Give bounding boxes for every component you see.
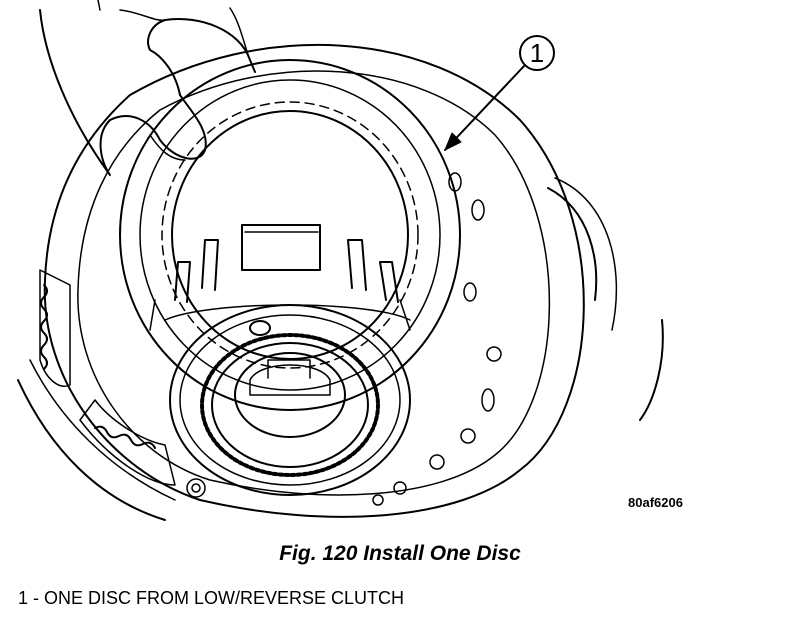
- image-code: 80af6206: [628, 495, 683, 510]
- housing-bolt-holes: [186, 172, 502, 506]
- clutch-hub-assembly: [149, 224, 411, 496]
- hand: [39, 0, 256, 176]
- legend: 1 - ONE DISC FROM LOW/REVERSE CLUTCH: [18, 588, 404, 609]
- clutch-disc: [119, 59, 461, 411]
- callout-1: [444, 35, 555, 151]
- transmission-case-housing: [17, 43, 664, 521]
- wave-spring: [39, 269, 176, 486]
- figure-caption: Fig. 120 Install One Disc: [279, 542, 521, 565]
- legend-item: 1 - ONE DISC FROM LOW/REVERSE CLUTCH: [18, 588, 405, 608]
- clutch-disc-installation-illustration: [17, 0, 664, 521]
